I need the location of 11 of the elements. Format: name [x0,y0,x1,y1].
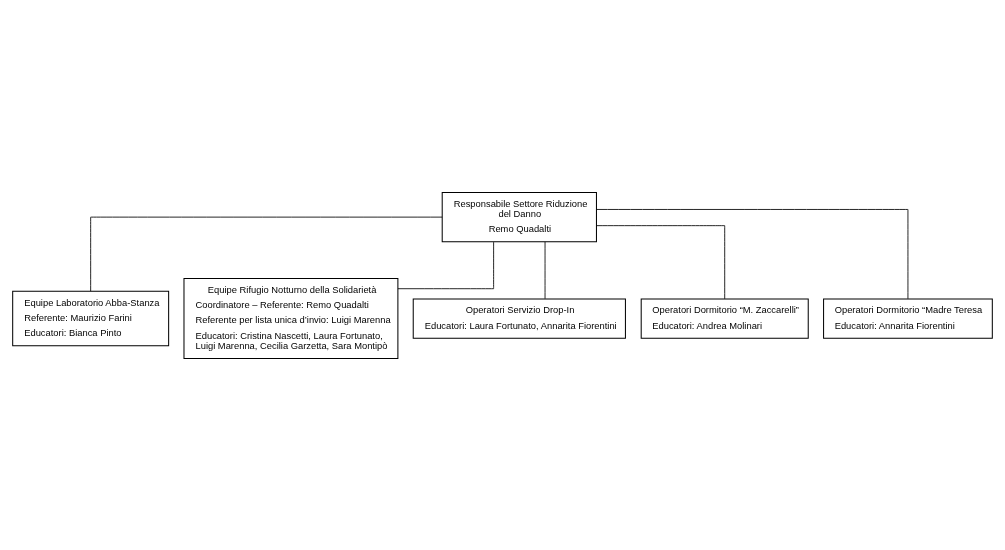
connector [397,241,495,289]
connector [596,208,909,299]
connector [544,241,546,299]
node-box: Operatori Servizio Drop-In Educatori: Laura Fortunato, Annarita Fiorentini [412,297,626,339]
node-box: Responsabile Settore Riduzione del Danno Remo Quadalti [441,191,597,242]
node-box: Equipe Rifugio Notturno della Solidarietà Coordinatore – Referente: Remo Quadalti Referente per lista unica d’invio: Luigi Marenna Educatori: Cristina Nascetti, Laura Fortunato, Luigi Marenna, Cecilia Garzetta, Sara Montipò [183,277,399,359]
connector [596,224,726,299]
connector [90,216,443,292]
node-box: Operatori Dormitorio “M. Zaccarelli” Educatori: Andrea Molinari [640,297,809,339]
node-box: Operatori Dormitorio “Madre Teresa Educatori: Annarita Fiorentini [823,297,993,339]
node-box: Equipe Laboratorio Abba-Stanza Referente: Maurizio Farini Educatori: Bianca Pinto [12,290,170,346]
